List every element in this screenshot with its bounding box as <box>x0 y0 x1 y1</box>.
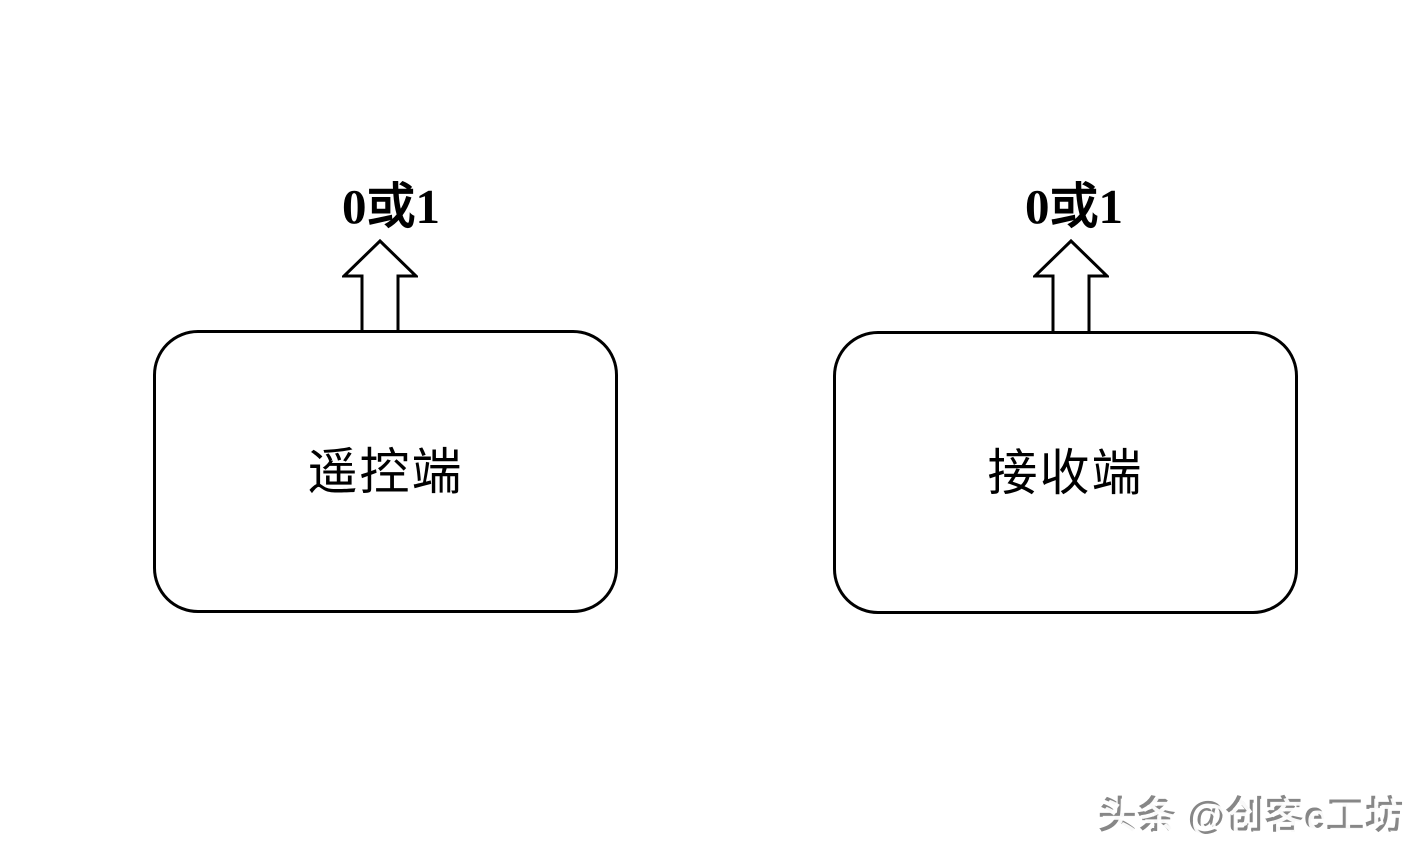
watermark: 头条 @创客e工坊 <box>1101 798 1407 840</box>
node-label: 接收端 <box>987 444 1144 501</box>
up-arrow-icon <box>342 238 418 334</box>
node-label: 遥控端 <box>307 443 464 500</box>
node-receiver: 接收端 <box>833 331 1298 614</box>
up-arrow-icon <box>1033 238 1109 334</box>
node-remote-control: 遥控端 <box>153 330 618 613</box>
right-output-label: 0或1 <box>1024 179 1124 234</box>
left-output-label: 0或1 <box>341 179 441 234</box>
